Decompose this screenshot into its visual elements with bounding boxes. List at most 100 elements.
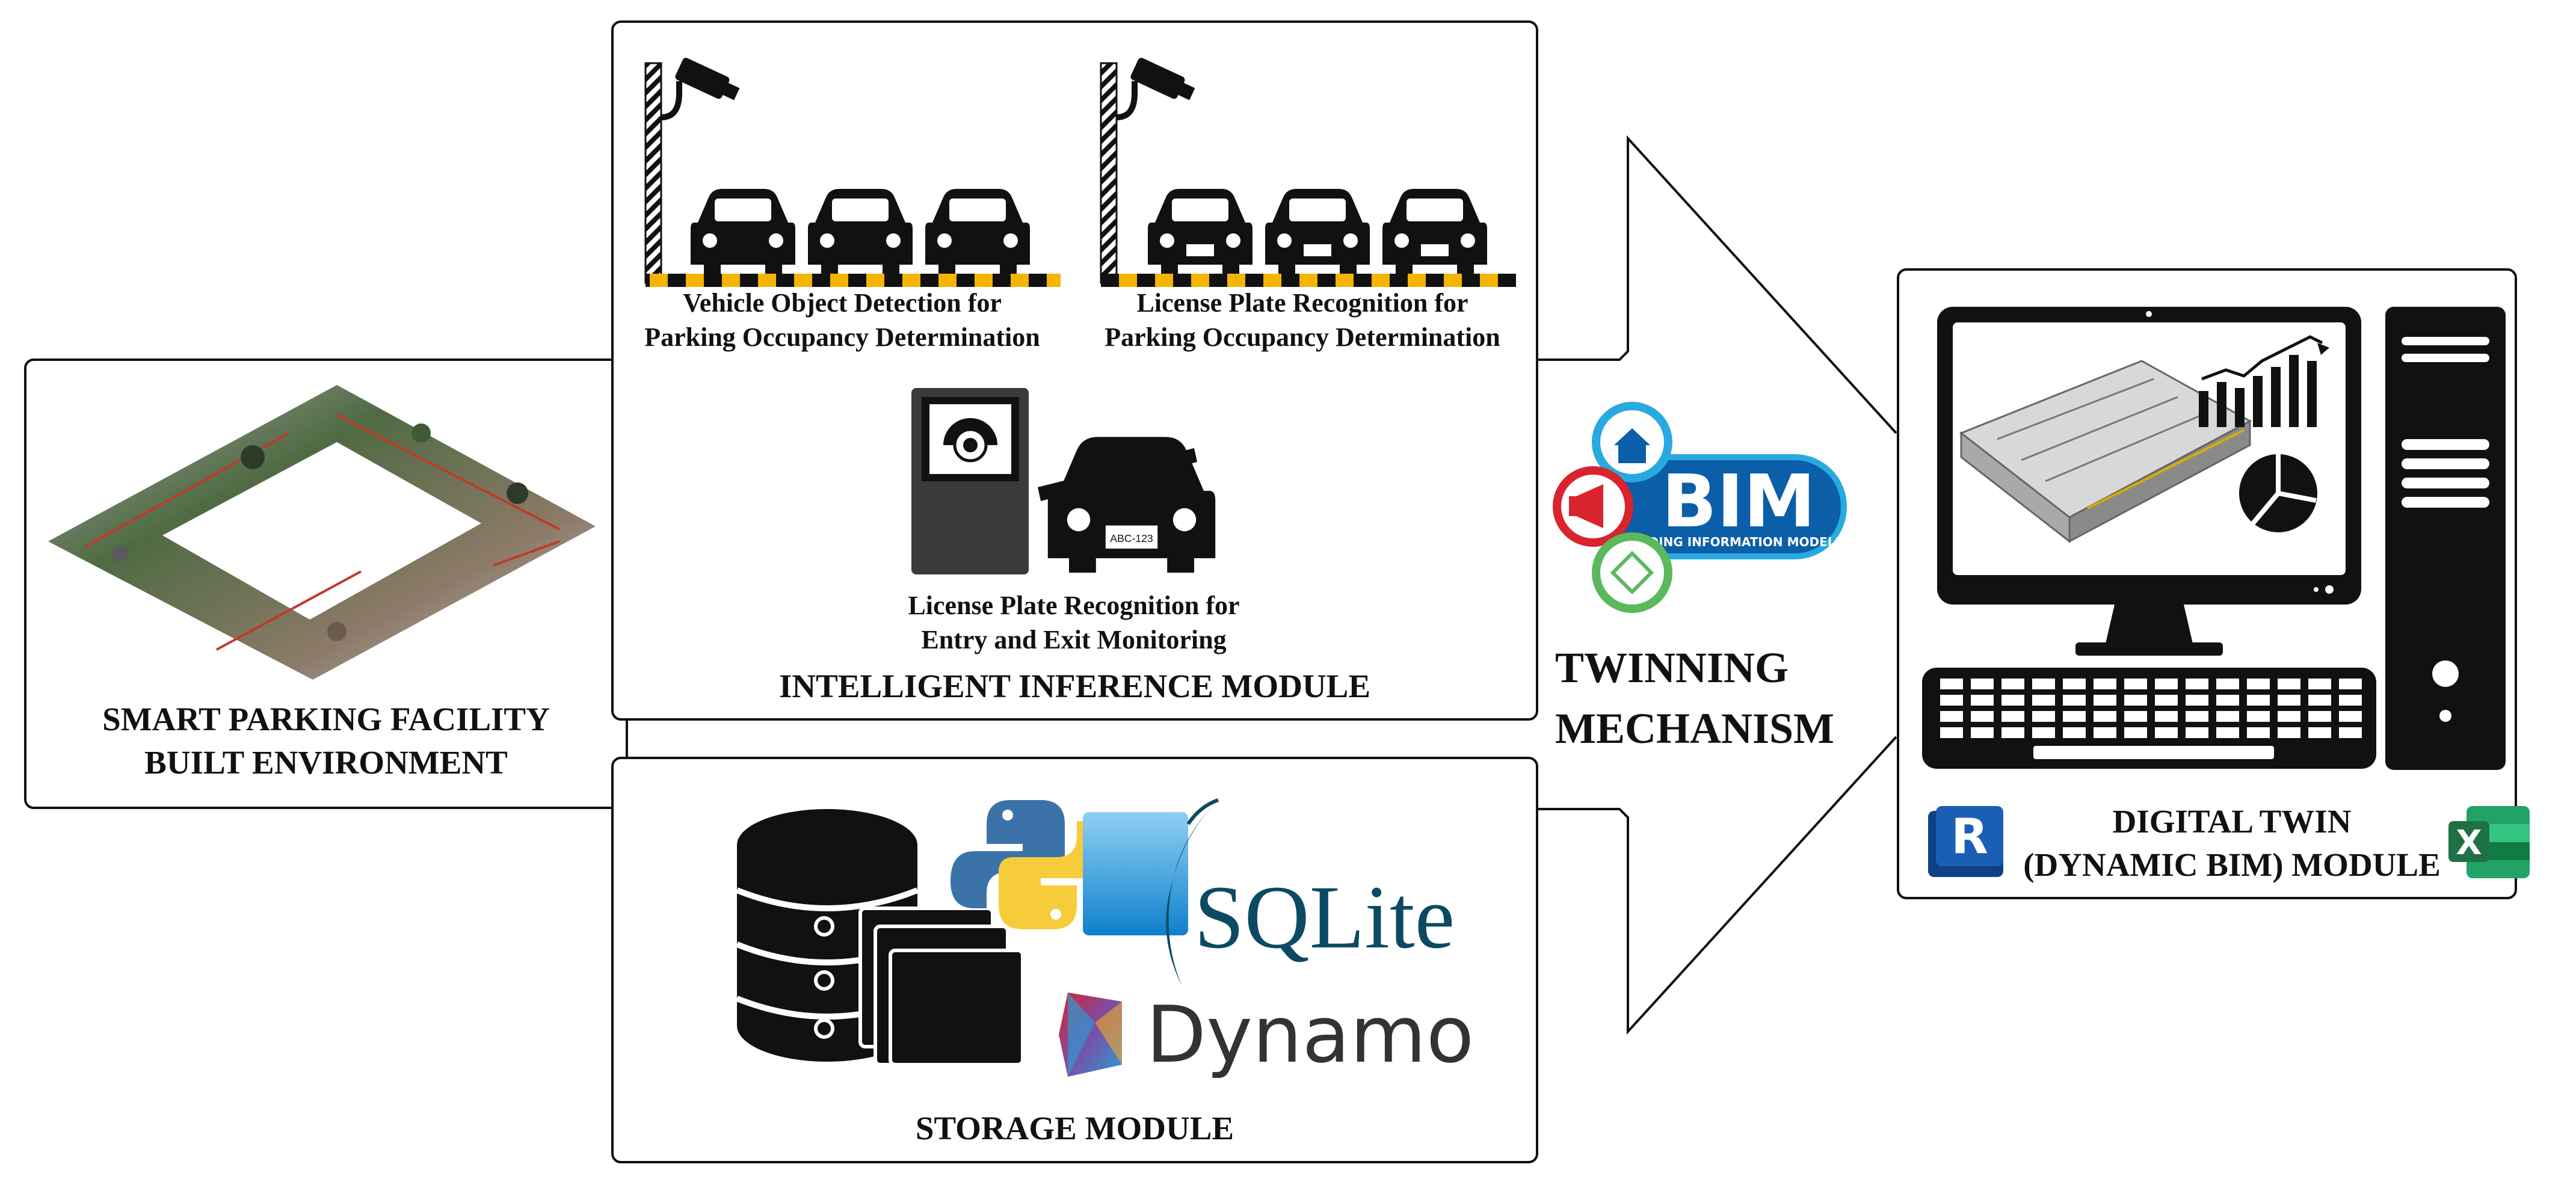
sqlite-logo-icon [1083, 798, 1219, 986]
keyboard-key [2155, 679, 2178, 689]
car-icon [925, 189, 1030, 274]
keyboard-key [2278, 727, 2300, 738]
vehicle-detection-illustration [644, 58, 1061, 287]
car-icon [691, 189, 795, 274]
megaphone-circle-icon [1553, 466, 1633, 547]
keyboard-icon [1922, 668, 2376, 769]
keyboard-key [2032, 679, 2055, 689]
bim-parking-3d-model [1959, 360, 2252, 544]
keyboard-key [1940, 679, 1963, 689]
plate-occupancy-illustration [1100, 58, 1516, 287]
keyboard-key [2094, 727, 2116, 738]
keyboard-key [1971, 711, 1994, 722]
twinning-line1: TWINNING [1555, 644, 1789, 692]
keyboard-key [2308, 695, 2331, 706]
keyboard-key [2186, 711, 2208, 722]
keyboard-key [2032, 727, 2055, 738]
keyboard-key [2032, 695, 2055, 706]
bar-chart-icon [2199, 335, 2329, 427]
keyboard-key [2308, 711, 2331, 722]
keyboard-key [2247, 727, 2270, 738]
keyboard-key [2247, 711, 2270, 722]
house-circle-icon [1592, 402, 1672, 482]
keyboard-key [2278, 679, 2300, 689]
built-environment-line1: SMART PARKING FACILITY [102, 701, 550, 737]
twinning-line2: MECHANISM [1555, 704, 1834, 753]
pc-tower-icon [2385, 307, 2506, 770]
keyboard-key [2247, 695, 2270, 706]
keyboard-key [2308, 679, 2331, 689]
keyboard-key [2247, 679, 2270, 689]
excel-logo-icon: X [2448, 806, 2530, 878]
plate-occupancy-label: License Plate Recognition for Parking Oc… [1083, 286, 1522, 354]
excel-letter: X [2456, 823, 2482, 863]
keyboard-key [2001, 711, 2024, 722]
ticket-kiosk-icon [911, 388, 1029, 574]
keyboard-key [2339, 679, 2362, 689]
inference-module-title: INTELLIGENT INFERENCE MODULE [778, 668, 1371, 704]
keyboard-key [1971, 679, 1994, 689]
cctv-camera-icon [675, 58, 740, 100]
keyboard-key [2124, 711, 2147, 722]
pie-chart-icon [2239, 454, 2317, 532]
digital-twin-label: DIGITAL TWIN (DYNAMIC BIM) MODULE [2003, 800, 2460, 886]
built-environment-label: SMART PARKING FACILITY BUILT ENVIRONMENT [25, 698, 627, 784]
built-environment-line2: BUILT ENVIRONMENT [144, 743, 508, 781]
keyboard-key [2339, 727, 2362, 738]
keyboard-key [1971, 727, 1994, 738]
keyboard-key [2186, 679, 2208, 689]
vehicle-detection-line2: Parking Occupancy Determination [644, 322, 1040, 352]
keyboard-key [2155, 695, 2178, 706]
keyboard-key [2124, 727, 2147, 738]
keyboard-key [2001, 679, 2024, 689]
keyboard-key [2216, 711, 2239, 722]
revit-letter: R [1951, 808, 1988, 864]
keyboard-key [2278, 711, 2300, 722]
keyboard-key [2339, 695, 2362, 706]
revit-logo-icon: R [1928, 806, 2003, 877]
keyboard-key [2063, 727, 2086, 738]
keyboard-key [1971, 695, 1994, 706]
bim-logo-icon: BIM BUILDING INFORMATION MODELING [1553, 402, 1860, 613]
keyboard-key [2063, 695, 2086, 706]
vehicle-detection-line1: Vehicle Object Detection for [683, 288, 1002, 318]
keyboard-key [2032, 711, 2055, 722]
site-plan-circle-icon [1592, 532, 1672, 613]
keyboard-key [1940, 711, 1963, 722]
twinning-mechanism-label: TWINNING MECHANISM [1555, 638, 1834, 759]
keyboard-key [2308, 727, 2331, 738]
keyboard-key [2094, 679, 2116, 689]
keyboard-key [2063, 679, 2086, 689]
keyboard-key [2094, 711, 2116, 722]
sqlite-label: SQLite [1194, 867, 1455, 967]
keyboard-key [2094, 695, 2116, 706]
keyboard-key [2339, 711, 2362, 722]
keyboard-key [1940, 727, 1963, 738]
keyboard-key [2216, 679, 2239, 689]
plate-entry-exit-label: License Plate Recognition for Entry and … [842, 588, 1305, 657]
car-with-plate-icon [1148, 189, 1253, 274]
dynamo-label: Dynamo [1146, 989, 1474, 1080]
digital-twin-line2: (DYNAMIC BIM) MODULE [2023, 846, 2441, 883]
twinning-arrow [1537, 135, 1897, 1035]
bim-label: BIM [1662, 460, 1816, 544]
keyboard-key [2216, 727, 2239, 738]
plate-occupancy-line2: Parking Occupancy Determination [1105, 322, 1500, 352]
folder-stack-icon [858, 906, 1025, 1066]
vehicle-detection-label: Vehicle Object Detection for Parking Occ… [626, 286, 1059, 354]
car-with-plate-icon [1382, 189, 1487, 274]
plate-entry-exit-line2: Entry and Exit Monitoring [921, 625, 1227, 655]
keyboard-key [2063, 711, 2086, 722]
keyboard-key [2124, 695, 2147, 706]
keyboard-key [2278, 695, 2300, 706]
car-with-plate-icon: ABC-123 [1047, 437, 1216, 573]
keyboard-key [2155, 711, 2178, 722]
keyboard-key [2155, 727, 2178, 738]
keyboard-key [2001, 727, 2024, 738]
plate-occupancy-line1: License Plate Recognition for [1136, 288, 1468, 318]
keyboard-key [2124, 679, 2147, 689]
keyboard-key [2001, 695, 2024, 706]
keyboard-key [1940, 695, 1963, 706]
digital-twin-line1: DIGITAL TWIN [2112, 803, 2352, 840]
car-icon [808, 189, 913, 274]
